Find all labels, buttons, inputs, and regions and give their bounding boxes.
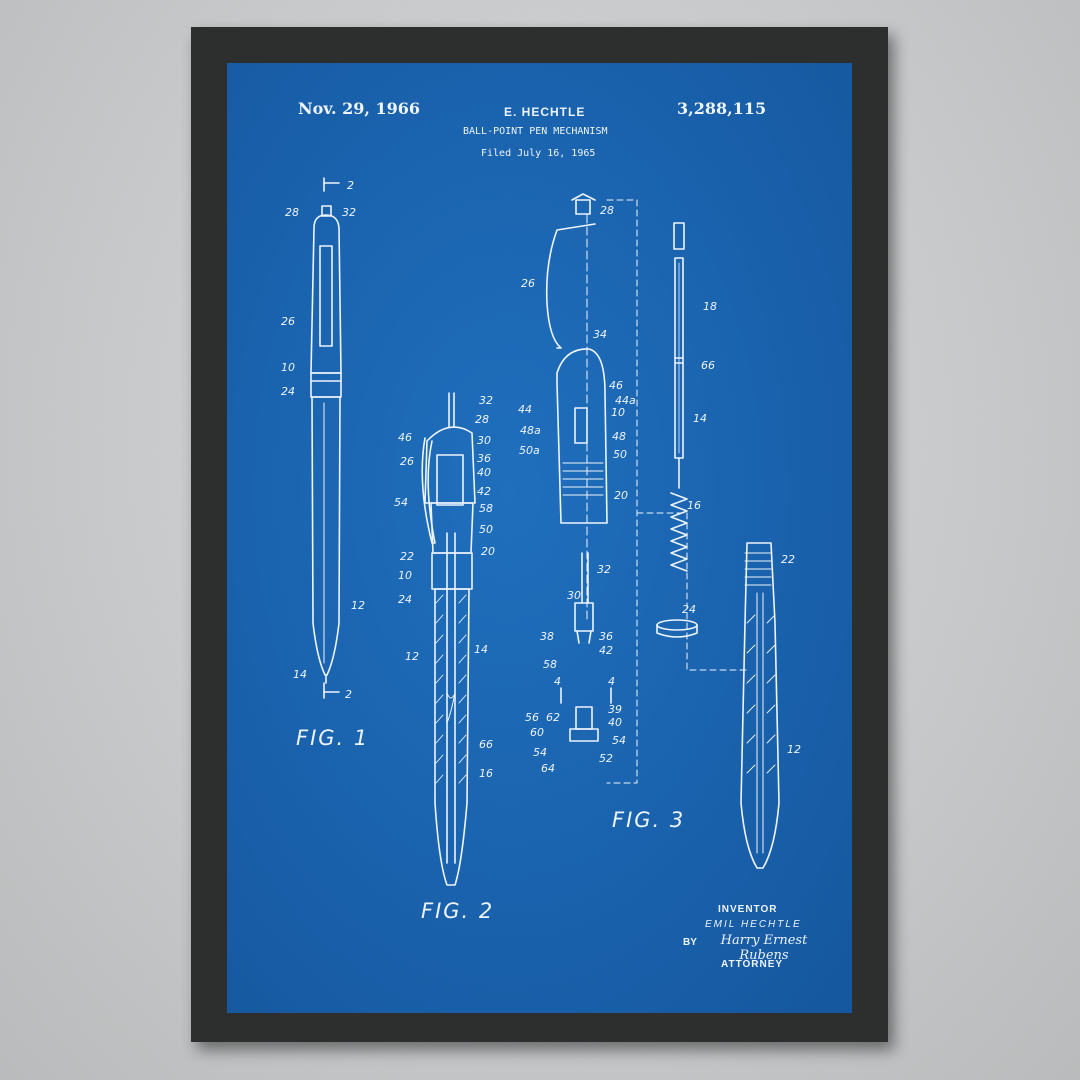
fig3-ref-60: 60 (530, 726, 544, 739)
fig2-ref-12: 12 (405, 650, 419, 663)
fig3-ref-4: 4 (554, 675, 561, 688)
fig3-ref-62: 62 (546, 711, 560, 724)
fig2-ref-22: 22 (400, 550, 414, 563)
fig1-ref-14: 14 (293, 668, 307, 681)
fig3-ref-16: 16 (687, 499, 701, 512)
fig3-ref-56: 56 (525, 711, 539, 724)
fig3-ref-32: 32 (597, 563, 611, 576)
fig3-ref-20: 20 (614, 489, 628, 502)
fig1-ref-26: 26 (281, 315, 295, 328)
fig3-ref-48a: 48a (520, 424, 541, 437)
fig3-ref-12: 12 (787, 743, 801, 756)
fig2-ref-28: 28 (475, 413, 489, 426)
fig2-ref-50: 50 (479, 523, 493, 536)
fig2-ref-16: 16 (479, 767, 493, 780)
fig3-ref-42: 42 (599, 644, 613, 657)
fig3-ref-38: 38 (540, 630, 554, 643)
fig2-ref-46: 46 (398, 431, 412, 444)
fig3-ref-44a: 44a (615, 394, 636, 407)
fig3-ref-64: 64 (541, 762, 555, 775)
fig1-ref-12: 12 (351, 599, 365, 612)
fig1-ref-24: 24 (281, 385, 295, 398)
fig3-ref-46: 46 (609, 379, 623, 392)
fig3-ref-34: 34 (593, 328, 607, 341)
fig2-ref-40: 40 (477, 466, 491, 479)
filed-date: Filed July 16, 1965 (481, 148, 596, 159)
fig3-ref-44: 44 (518, 403, 532, 416)
fig3-ref-22: 22 (781, 553, 795, 566)
fig2-ref-10: 10 (398, 569, 412, 582)
fig2-ref-36: 36 (477, 452, 491, 465)
fig1-label: FIG. 1 (296, 726, 370, 750)
fig1-ref-2: 2 (345, 688, 352, 701)
fig3-label: FIG. 3 (612, 808, 686, 832)
fig3-exploded-view-drawing (545, 193, 780, 869)
fig3-ref-50: 50 (613, 448, 627, 461)
fig1-pen-drawing (310, 177, 342, 699)
fig3-ref-40: 40 (608, 716, 622, 729)
fig3-ref-39: 39 (608, 703, 622, 716)
fig2-ref-58: 58 (479, 502, 493, 515)
fig2-cross-section-drawing (421, 392, 476, 886)
fig3-ref-24: 24 (682, 603, 696, 616)
fig2-ref-54: 54 (394, 496, 408, 509)
fig2-ref-20: 20 (481, 545, 495, 558)
fig2-ref-30: 30 (477, 434, 491, 447)
inventor-name: EMIL HECHTLE (705, 919, 802, 930)
fig1-ref-32: 32 (342, 206, 356, 219)
fig3-ref-66: 66 (701, 359, 715, 372)
fig2-ref-42: 42 (477, 485, 491, 498)
inventor-label: INVENTOR (718, 904, 778, 915)
fig3-ref-18: 18 (703, 300, 717, 313)
fig3-ref-4: 4 (608, 675, 615, 688)
fig3-ref-30: 30 (567, 589, 581, 602)
patent-title: BALL-POINT PEN MECHANISM (463, 126, 608, 137)
fig3-ref-54: 54 (612, 734, 626, 747)
fig3-ref-10: 10 (611, 406, 625, 419)
fig3-ref-26: 26 (521, 277, 535, 290)
fig3-ref-50a: 50a (519, 444, 540, 457)
patent-drawings (310, 177, 780, 886)
attorney-signature: Harry Ernest Rubens (720, 933, 808, 963)
fig3-ref-58: 58 (543, 658, 557, 671)
patent-number: 3,288,115 (677, 99, 767, 118)
fig1-ref-28: 28 (285, 206, 299, 219)
fig3-ref-14: 14 (693, 412, 707, 425)
fig1-ref-10: 10 (281, 361, 295, 374)
fig3-ref-54: 54 (533, 746, 547, 759)
by-label: BY (683, 937, 697, 948)
fig3-ref-52: 52 (599, 752, 613, 765)
fig2-ref-24: 24 (398, 593, 412, 606)
patent-blueprint-print: Nov. 29, 1966 E. HECHTLE 3,288,115 BALL-… (227, 63, 852, 1013)
fig2-ref-26: 26 (400, 455, 414, 468)
fig3-ref-48: 48 (612, 430, 626, 443)
fig2-label: FIG. 2 (421, 899, 495, 923)
attorney-label: ATTORNEY (721, 959, 784, 970)
fig3-ref-28: 28 (600, 204, 614, 217)
fig3-ref-36: 36 (599, 630, 613, 643)
patent-date: Nov. 29, 1966 (298, 99, 421, 118)
fig2-ref-32: 32 (479, 394, 493, 407)
fig2-ref-66: 66 (479, 738, 493, 751)
fig2-ref-14: 14 (474, 643, 488, 656)
fig1-ref-2: 2 (347, 179, 354, 192)
inventor-header: E. HECHTLE (504, 105, 586, 119)
